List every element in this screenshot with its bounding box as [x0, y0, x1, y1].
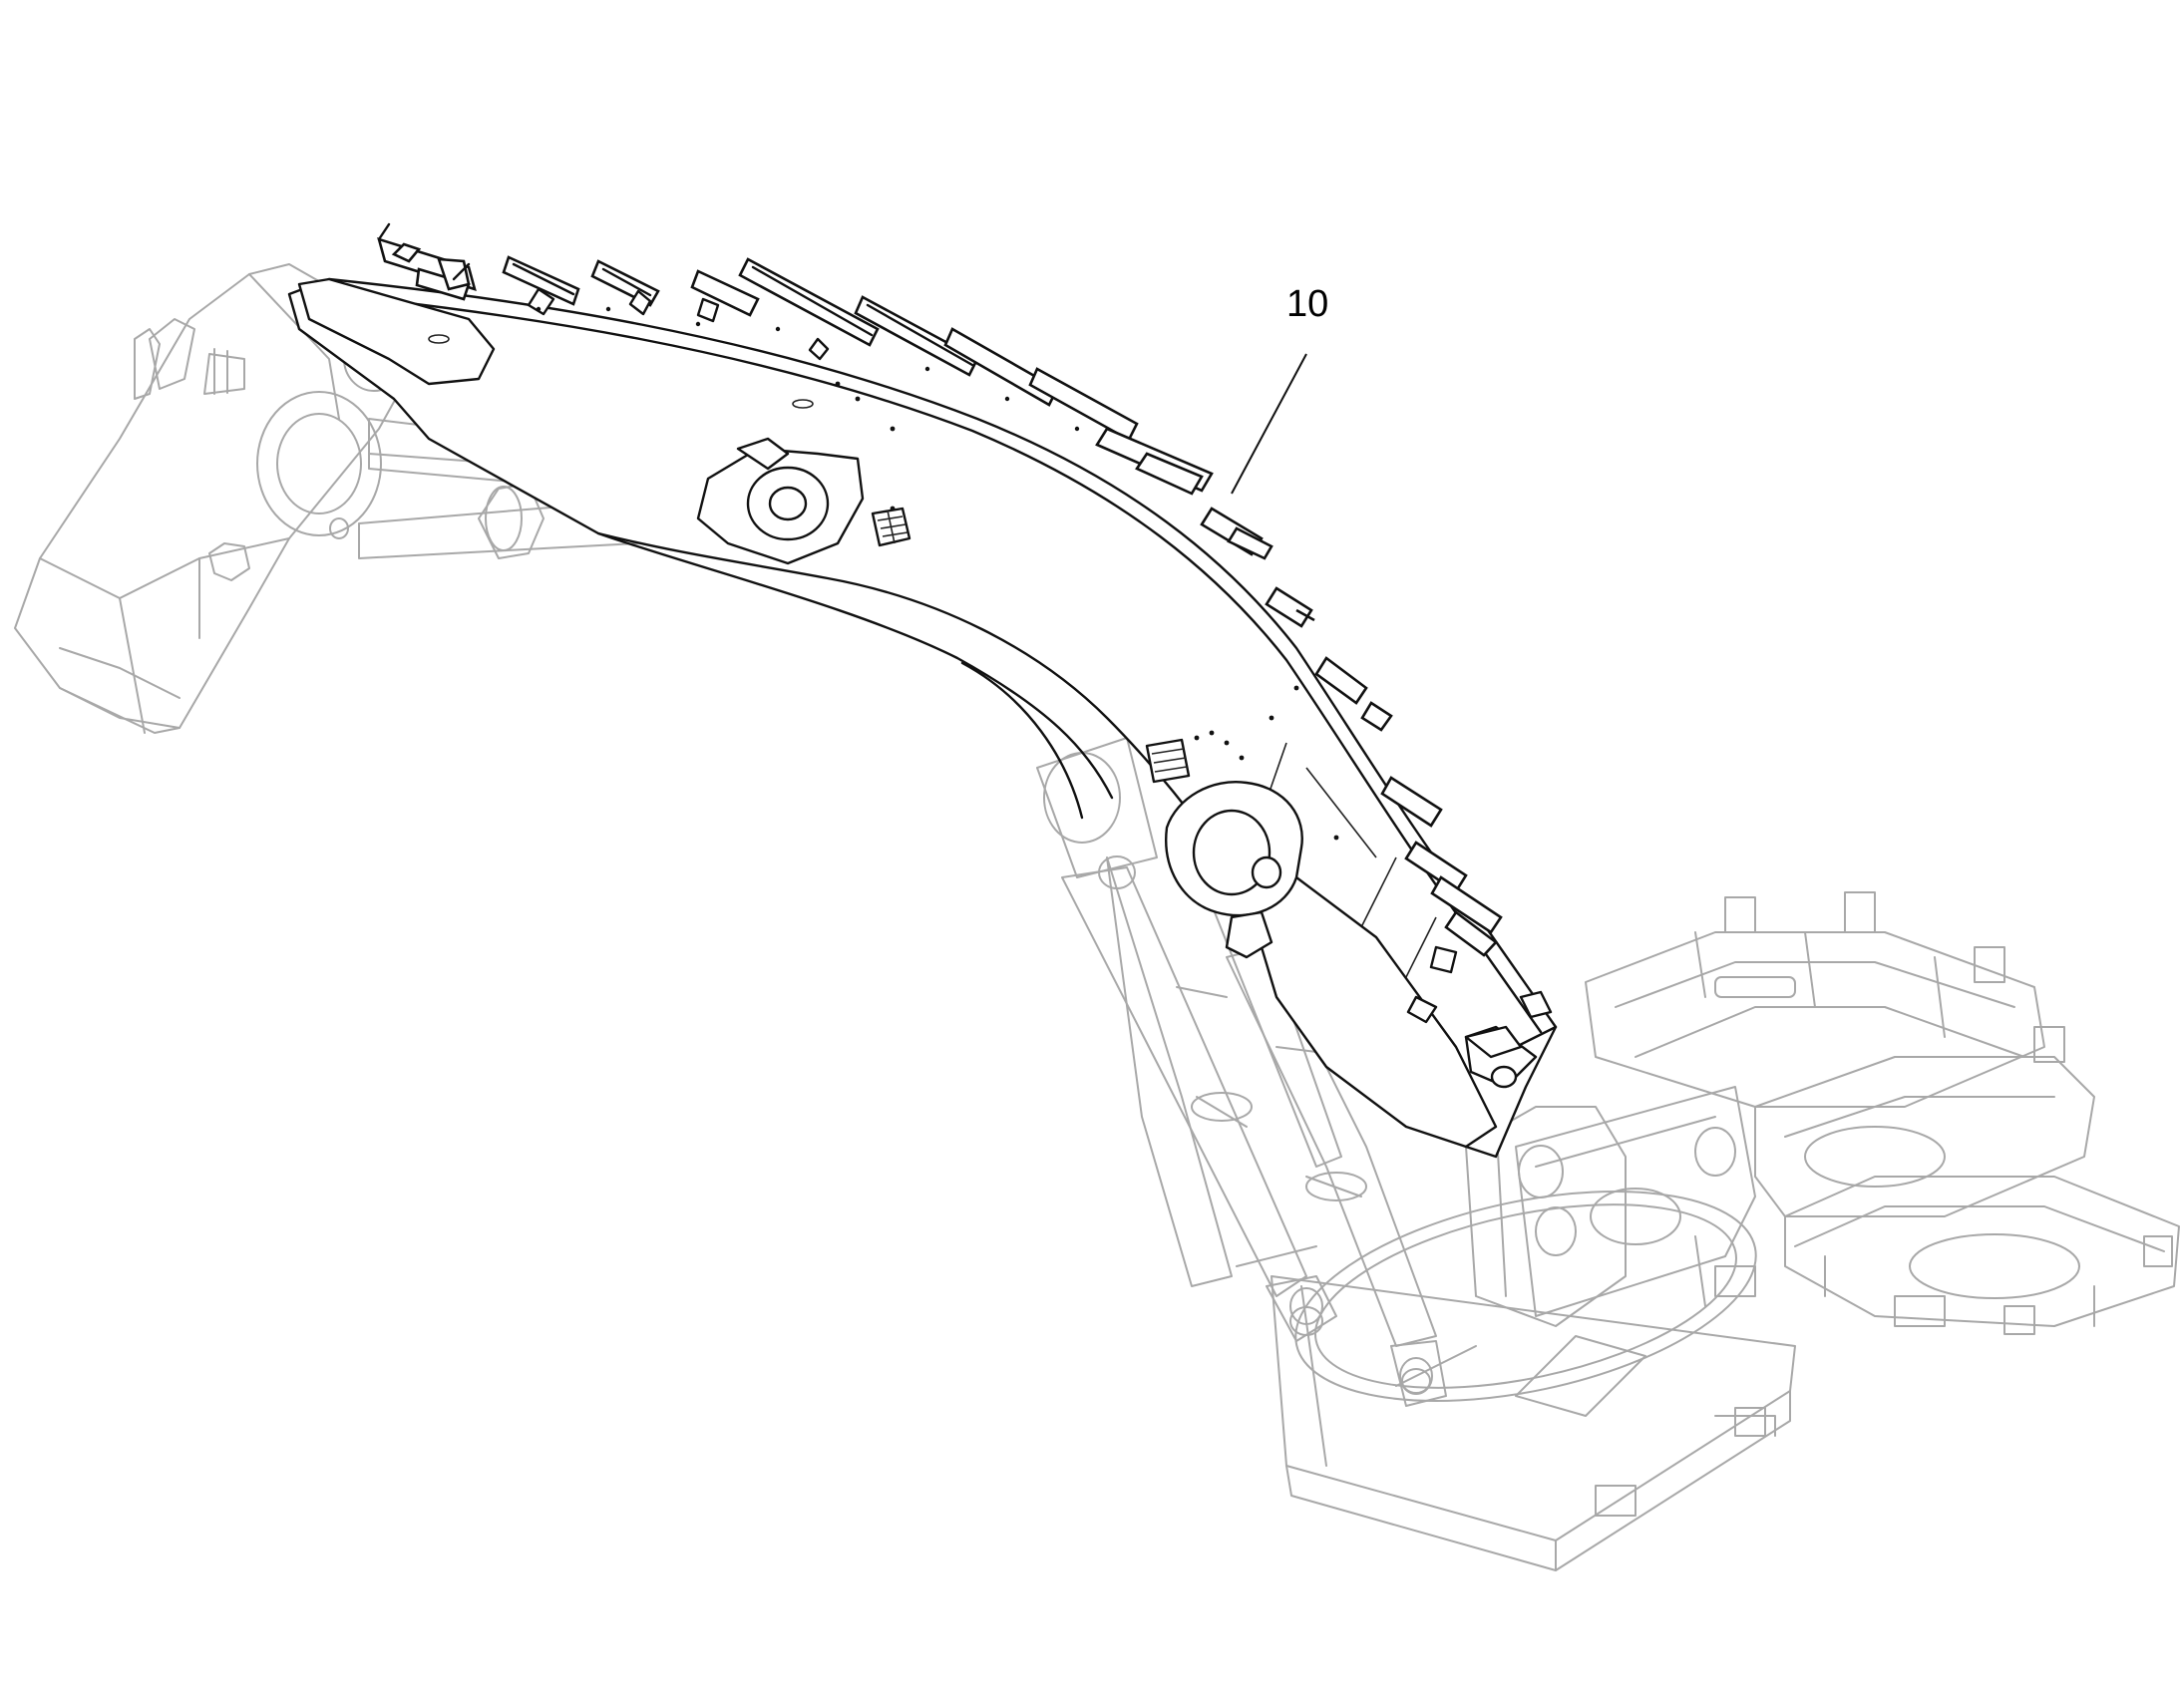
railing-brackets	[377, 222, 1503, 1024]
callout-leader-line	[1231, 353, 1307, 495]
boom-part-10	[287, 277, 1558, 1159]
mounting-block-lower	[1145, 738, 1191, 784]
callout-number: 10	[1286, 283, 1329, 325]
undercarriage-frame	[1236, 891, 2180, 1571]
mounting-block-upper	[871, 507, 911, 547]
